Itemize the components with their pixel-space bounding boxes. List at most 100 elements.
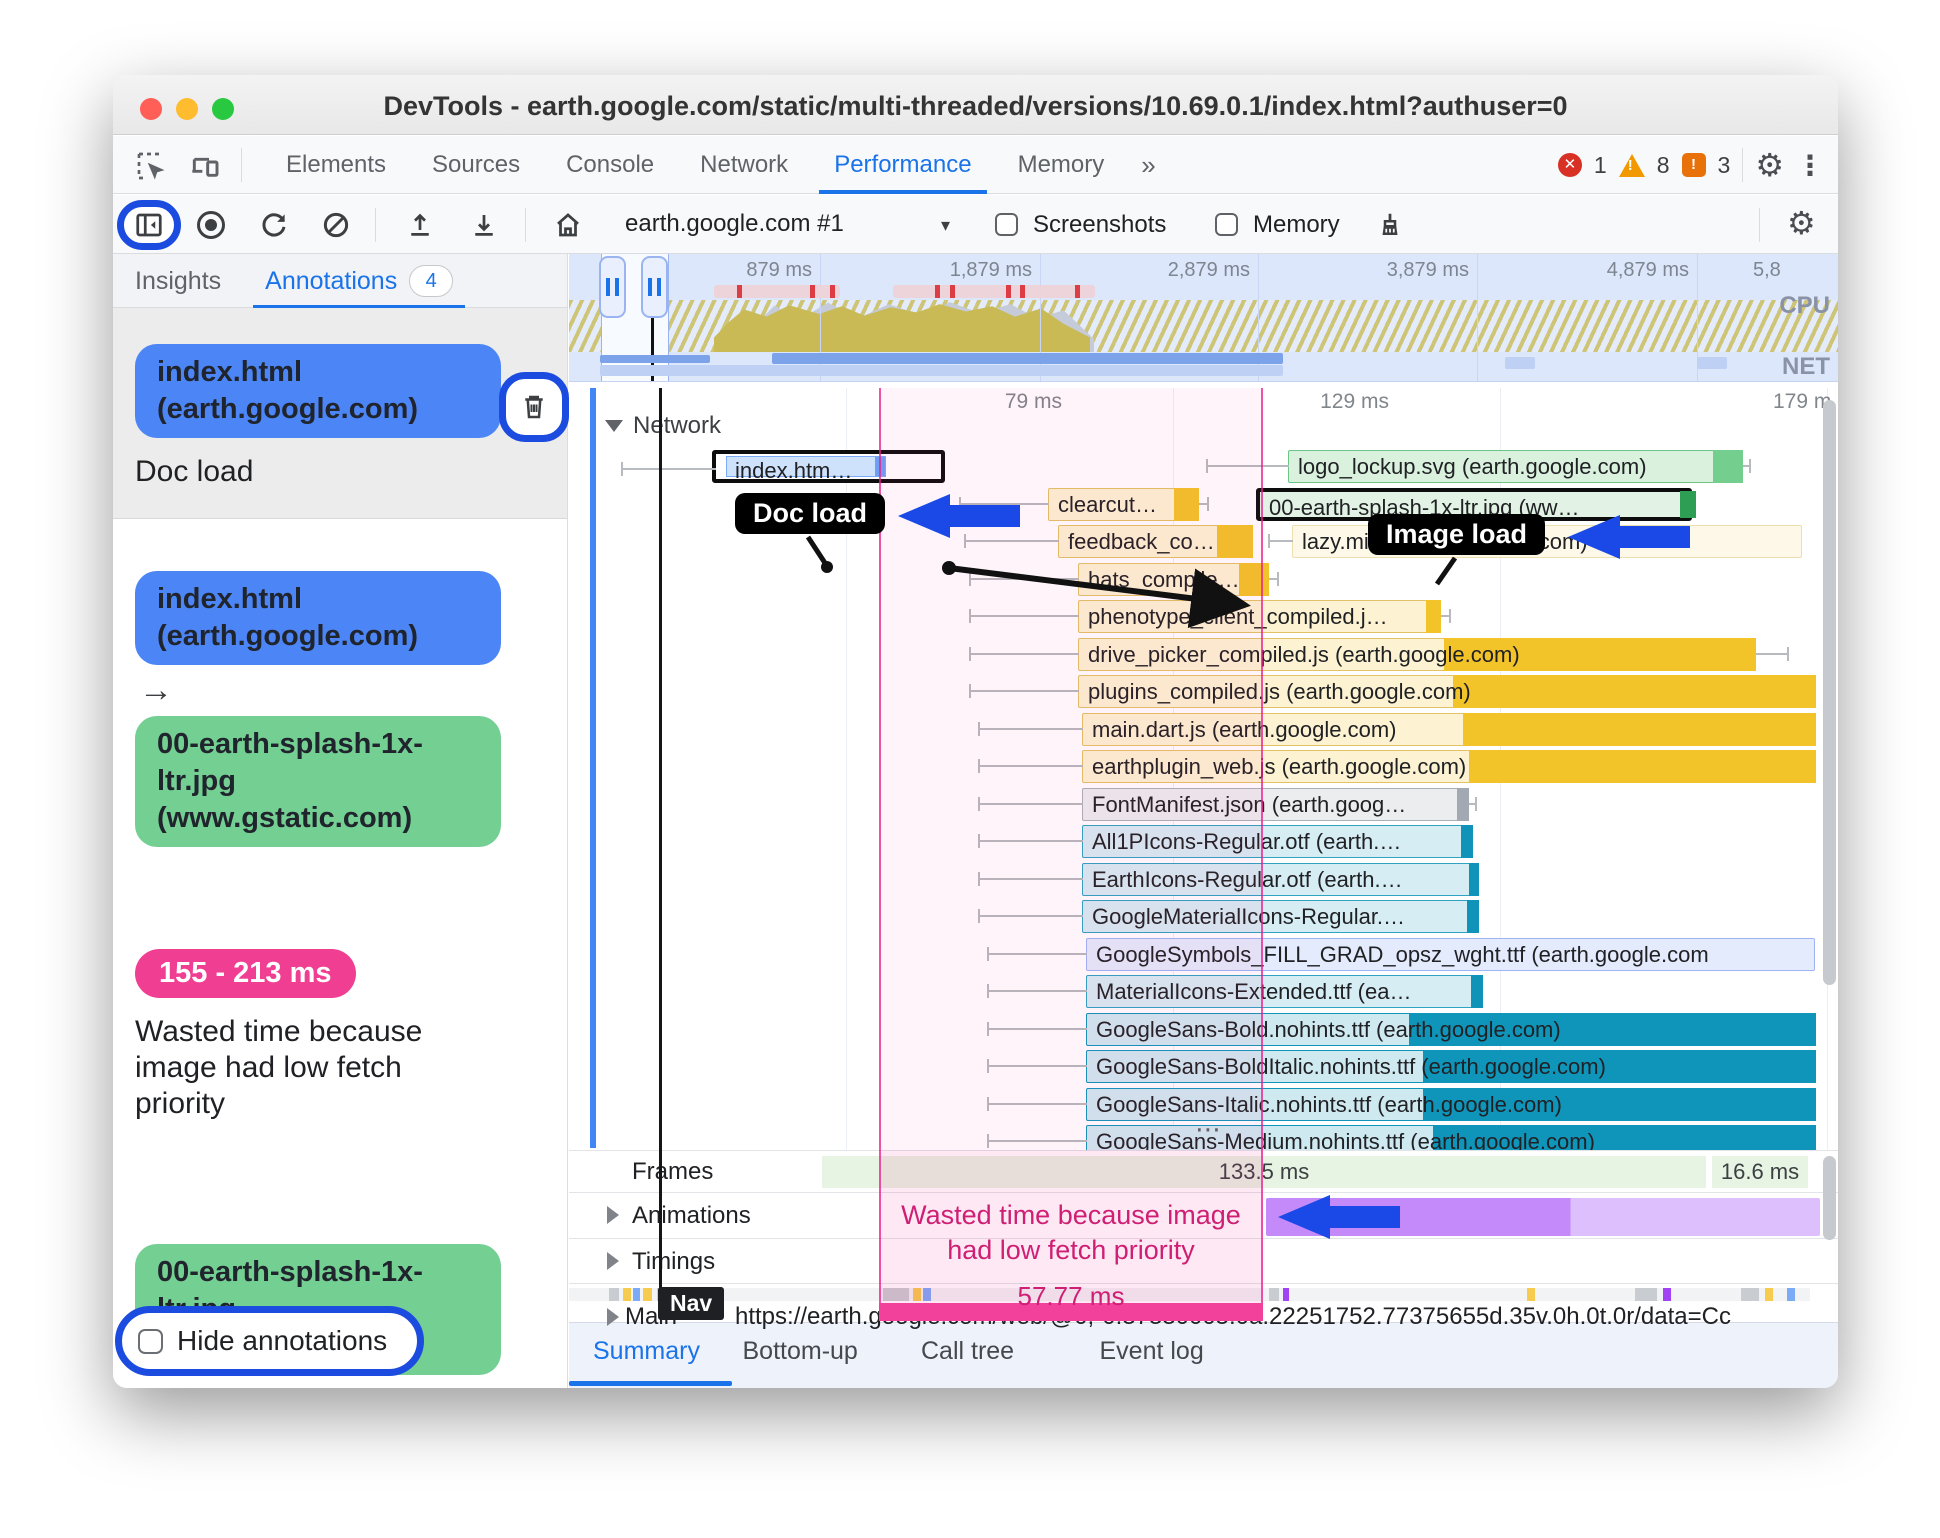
selection-right-handle[interactable]: [641, 256, 668, 318]
garbage-collect-icon[interactable]: [1375, 210, 1405, 240]
wasted-time-bar[interactable]: [879, 1303, 1263, 1321]
annotation-chip[interactable]: index.html (earth.google.com): [135, 344, 501, 438]
request-download-segment: [1467, 900, 1479, 933]
upload-profile-icon[interactable]: [405, 210, 435, 240]
tab-bottom-up[interactable]: Bottom-up: [742, 1337, 858, 1365]
settings-gear-icon[interactable]: ⚙: [1755, 147, 1784, 183]
network-request-bar[interactable]: hats_compile…: [969, 562, 1279, 596]
image-load-annotation-label[interactable]: Image load: [1368, 514, 1546, 555]
timings-lane-label: Timings: [632, 1248, 716, 1275]
annotation-chip[interactable]: index.html (earth.google.com): [135, 571, 501, 665]
annotation-chip[interactable]: 00-earth-splash-1x-ltr.jpg (www.gstatic.…: [135, 716, 501, 847]
more-options-kebab-icon[interactable]: ⋮: [1796, 149, 1824, 181]
tab-performance[interactable]: Performance: [811, 136, 994, 194]
network-request-bar[interactable]: main.dart.js (earth.google.com): [978, 712, 1816, 746]
network-request-bar[interactable]: GoogleMaterialIcons-Regular.…: [978, 900, 1479, 933]
warning-badge-icon[interactable]: [1618, 153, 1645, 177]
network-request-bar[interactable]: index.htm…: [621, 450, 945, 483]
hide-annotations-checkbox[interactable]: [138, 1328, 163, 1354]
network-request-bar[interactable]: All1PIcons-Regular.otf (earth.…: [978, 825, 1473, 858]
home-icon[interactable]: [553, 210, 583, 240]
network-section-header[interactable]: Network: [605, 412, 721, 440]
network-section-label: Network: [633, 412, 722, 439]
close-window-button[interactable]: [140, 98, 162, 120]
network-request-bar[interactable]: logo_lockup.svg (earth.google.com): [1206, 450, 1751, 483]
expand-triangle-icon[interactable]: [607, 1206, 619, 1224]
tab-call-tree[interactable]: Call tree: [921, 1337, 1015, 1365]
tab-console[interactable]: Console: [566, 151, 655, 178]
ruler-tick-label: 179 m: [1773, 390, 1832, 413]
more-panels-chevron-icon[interactable]: »: [1141, 150, 1156, 180]
divider: [1759, 208, 1760, 242]
selection-left-handle[interactable]: [599, 256, 626, 318]
request-label: logo_lockup.svg (earth.google.com): [1298, 454, 1647, 479]
long-task-strip: [893, 285, 1095, 298]
network-request-bar[interactable]: feedback_co…: [964, 525, 1253, 558]
network-request-bar[interactable]: EarthIcons-Regular.otf (earth.…: [978, 862, 1479, 896]
record-button[interactable]: [197, 211, 225, 239]
clear-recording-icon[interactable]: [321, 210, 351, 240]
inspect-element-icon[interactable]: [135, 150, 167, 182]
network-request-bar[interactable]: clearcut…: [959, 487, 1209, 521]
frame-duration-value: 133.5 ms: [1218, 1159, 1310, 1184]
overview-tick-label: 5,8: [1753, 259, 1781, 281]
expand-triangle-icon[interactable]: [607, 1308, 619, 1326]
tab-elements[interactable]: Elements: [286, 151, 387, 178]
network-request-bar[interactable]: MaterialIcons-Extended.ttf (ea…: [987, 975, 1483, 1008]
annotations-count-badge: 4: [409, 264, 454, 297]
device-toolbar-icon[interactable]: [189, 150, 221, 182]
target-dropdown-caret-icon[interactable]: ▾: [941, 215, 951, 235]
annotation-card[interactable]: index.html (earth.google.com)→00-earth-s…: [113, 545, 567, 871]
tab-memory[interactable]: Memory: [1017, 151, 1105, 178]
toggle-sidebar-icon[interactable]: [134, 210, 164, 240]
ruler-gridline: [846, 388, 847, 1150]
reload-and-record-icon[interactable]: [259, 210, 289, 240]
issues-badge-icon[interactable]: !: [1681, 153, 1706, 177]
network-request-bar[interactable]: GoogleSans-Italic.nohints.ttf (earth.goo…: [987, 1087, 1816, 1121]
network-request-bar[interactable]: GoogleSymbols_FILL_GRAD_opsz_wght.ttf (e…: [987, 937, 1815, 971]
vertical-scrollbar-thumb[interactable]: [1823, 400, 1836, 985]
request-whisker: [987, 1134, 1087, 1148]
request-download-segment: [1217, 525, 1253, 558]
network-request-bar[interactable]: GoogleSans-Bold.nohints.ttf (earth.googl…: [987, 1012, 1816, 1046]
tab-annotations-label: Annotations: [265, 266, 398, 295]
zoom-window-button[interactable]: [212, 98, 234, 120]
tab-network[interactable]: Network: [700, 151, 789, 178]
capture-settings-gear-icon[interactable]: ⚙: [1787, 205, 1816, 241]
bottom-scrollbar-thumb[interactable]: [1823, 1156, 1836, 1240]
minimize-window-button[interactable]: [176, 98, 198, 120]
expand-triangle-icon[interactable]: [607, 1252, 619, 1270]
network-request-bar[interactable]: earthplugin_web.js (earth.google.com): [978, 750, 1816, 783]
frames-bar[interactable]: 16.6 ms: [1712, 1156, 1808, 1188]
annotation-chip[interactable]: 155 - 213 ms: [135, 949, 356, 998]
long-task-strip: [714, 285, 840, 298]
annotation-card[interactable]: index.html (earth.google.com)Doc load: [113, 308, 569, 519]
doc-load-annotation-label[interactable]: Doc load: [735, 493, 886, 534]
network-request-bar[interactable]: phenotype_client_compiled.j…: [969, 600, 1451, 633]
tab-insights[interactable]: Insights: [135, 266, 222, 295]
tab-annotations[interactable]: Annotations 4: [253, 254, 466, 309]
request-download-segment: [1444, 637, 1756, 671]
tab-event-log[interactable]: Event log: [1099, 1337, 1204, 1365]
target-selector[interactable]: earth.google.com #1: [625, 210, 844, 237]
network-request-bar[interactable]: GoogleSans-BoldItalic.nohints.ttf (earth…: [987, 1050, 1816, 1083]
issue-count: 3: [1717, 151, 1731, 178]
tab-summary[interactable]: Summary: [593, 1337, 700, 1365]
screenshots-checkbox[interactable]: [995, 213, 1018, 236]
download-profile-icon[interactable]: [469, 210, 499, 240]
error-badge-icon[interactable]: ✕: [1557, 153, 1582, 177]
tab-sources[interactable]: Sources: [432, 151, 521, 178]
memory-checkbox[interactable]: [1215, 213, 1238, 236]
frames-bar[interactable]: 133.5 ms: [822, 1156, 1706, 1188]
request-label: All1PIcons-Regular.otf (earth.…: [1092, 829, 1402, 854]
network-request-bar[interactable]: GoogleSans-Medium.nohints.ttf (earth.goo…: [987, 1125, 1816, 1150]
more-rows-ellipsis[interactable]: ⋯: [1195, 1114, 1224, 1144]
network-request-bar[interactable]: FontManifest.json (earth.goog…: [978, 787, 1477, 821]
network-request-bar[interactable]: drive_picker_compiled.js (earth.google.c…: [969, 637, 1789, 671]
network-request-bar[interactable]: plugins_compiled.js (earth.google.com): [969, 675, 1816, 708]
delete-annotation-icon[interactable]: [519, 392, 549, 422]
nav-marker-badge[interactable]: Nav: [658, 1287, 725, 1320]
